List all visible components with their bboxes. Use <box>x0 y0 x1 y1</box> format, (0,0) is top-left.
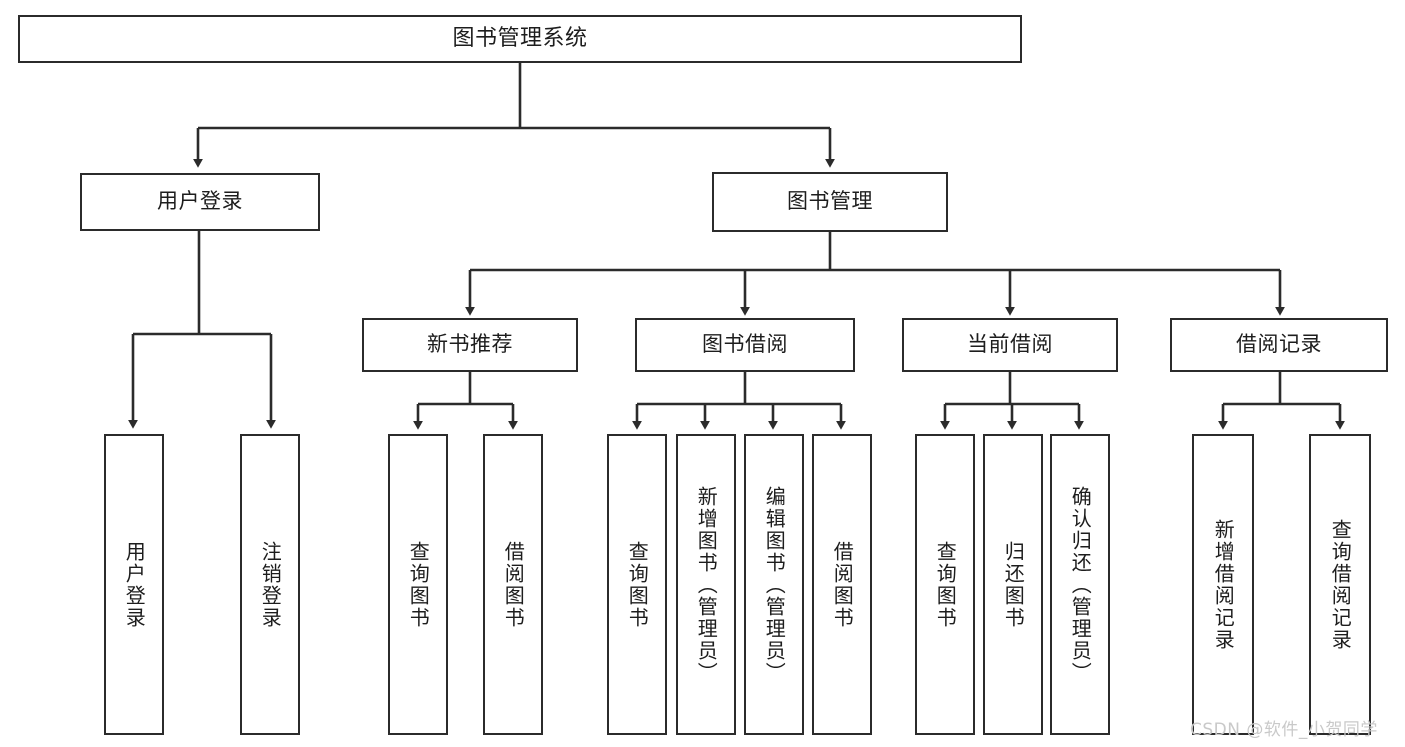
leaf-newbook-borrow-book-label: 借阅图书 <box>501 540 526 629</box>
node-root-label: 图书管理系统 <box>452 25 588 51</box>
leaf-current-query-book[interactable]: 查询图书 <box>915 434 975 735</box>
leaf-user-login[interactable]: 用户登录 <box>104 434 164 735</box>
node-user-login-label: 用户登录 <box>157 189 243 214</box>
leaf-borrow-query-book-label: 查询图书 <box>625 540 650 629</box>
leaf-borrow-edit-book-label: 编辑图书（管理员） <box>762 485 787 684</box>
leaf-user-login-label: 用户登录 <box>122 540 147 629</box>
node-user-login[interactable]: 用户登录 <box>80 173 320 231</box>
leaf-record-add-record[interactable]: 新增借阅记录 <box>1192 434 1254 735</box>
csdn-watermark: CSDN @软件_小贺同学 <box>1190 720 1378 740</box>
node-book-management[interactable]: 图书管理 <box>712 172 948 232</box>
leaf-borrow-add-book[interactable]: 新增图书（管理员） <box>676 434 736 735</box>
node-new-book-recommend[interactable]: 新书推荐 <box>362 318 578 372</box>
leaf-newbook-query-book[interactable]: 查询图书 <box>388 434 448 735</box>
node-borrow-record[interactable]: 借阅记录 <box>1170 318 1388 372</box>
node-root[interactable]: 图书管理系统 <box>18 15 1022 63</box>
node-current-borrow[interactable]: 当前借阅 <box>902 318 1118 372</box>
node-book-borrow-label: 图书借阅 <box>702 332 788 357</box>
leaf-logout-label: 注销登录 <box>258 540 283 629</box>
leaf-record-add-record-label: 新增借阅记录 <box>1211 518 1236 651</box>
leaf-current-confirm-return-label: 确认归还（管理员） <box>1068 485 1093 684</box>
node-borrow-record-label: 借阅记录 <box>1236 332 1322 357</box>
leaf-current-return-book-label: 归还图书 <box>1001 540 1026 629</box>
leaf-borrow-borrow-book-label: 借阅图书 <box>830 540 855 629</box>
leaf-newbook-borrow-book[interactable]: 借阅图书 <box>483 434 543 735</box>
leaf-borrow-add-book-label: 新增图书（管理员） <box>694 485 719 684</box>
leaf-record-query-record[interactable]: 查询借阅记录 <box>1309 434 1371 735</box>
leaf-current-confirm-return[interactable]: 确认归还（管理员） <box>1050 434 1110 735</box>
node-new-book-recommend-label: 新书推荐 <box>427 332 513 357</box>
leaf-newbook-query-book-label: 查询图书 <box>406 540 431 629</box>
leaf-current-query-book-label: 查询图书 <box>933 540 958 629</box>
leaf-current-return-book[interactable]: 归还图书 <box>983 434 1043 735</box>
leaf-borrow-borrow-book[interactable]: 借阅图书 <box>812 434 872 735</box>
node-current-borrow-label: 当前借阅 <box>967 332 1053 357</box>
leaf-borrow-edit-book[interactable]: 编辑图书（管理员） <box>744 434 804 735</box>
leaf-record-query-record-label: 查询借阅记录 <box>1328 518 1353 651</box>
leaf-borrow-query-book[interactable]: 查询图书 <box>607 434 667 735</box>
leaf-logout[interactable]: 注销登录 <box>240 434 300 735</box>
node-book-borrow[interactable]: 图书借阅 <box>635 318 855 372</box>
node-book-management-label: 图书管理 <box>787 189 873 214</box>
